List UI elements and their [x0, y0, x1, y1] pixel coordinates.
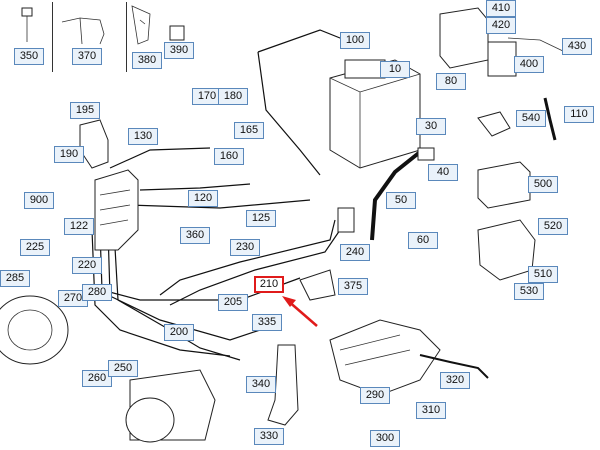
callout-310[interactable]: 310 — [416, 402, 446, 419]
part-380-clip-icon — [126, 2, 151, 72]
callout-290[interactable]: 290 — [360, 387, 390, 404]
callout-340[interactable]: 340 — [246, 376, 276, 393]
callout-350[interactable]: 350 — [14, 48, 44, 65]
part-10-battery-icon — [329, 59, 421, 169]
callout-180[interactable]: 180 — [218, 88, 248, 105]
callout-60[interactable]: 60 — [408, 232, 438, 249]
starter-motor-icon — [125, 369, 216, 443]
callout-510[interactable]: 510 — [528, 266, 558, 283]
callout-390[interactable]: 390 — [164, 42, 194, 59]
part-410-relay-box-icon — [439, 7, 489, 69]
callout-240[interactable]: 240 — [340, 244, 370, 261]
callout-540[interactable]: 540 — [516, 110, 546, 127]
callout-110[interactable]: 110 — [564, 106, 594, 123]
callout-360[interactable]: 360 — [180, 227, 210, 244]
callout-220[interactable]: 220 — [72, 257, 102, 274]
part-110-ground-strap-icon — [543, 97, 557, 141]
callout-280[interactable]: 280 — [82, 284, 112, 301]
part-190-harness-clip-icon — [79, 119, 109, 169]
callout-410[interactable]: 410 — [486, 0, 516, 17]
callout-120[interactable]: 120 — [188, 190, 218, 207]
callout-900[interactable]: 900 — [24, 192, 54, 209]
callout-40[interactable]: 40 — [428, 164, 458, 181]
callout-250[interactable]: 250 — [108, 360, 138, 377]
part-390-connector-icon — [169, 25, 185, 41]
alternator-icon — [0, 295, 69, 365]
callout-380[interactable]: 380 — [132, 52, 162, 69]
callout-195[interactable]: 195 — [70, 102, 100, 119]
callout-430[interactable]: 430 — [562, 38, 592, 55]
callout-210-highlighted[interactable]: 210 — [254, 276, 284, 293]
part-500-aux-battery-icon — [477, 161, 531, 209]
callout-285[interactable]: 285 — [0, 270, 30, 287]
callout-520[interactable]: 520 — [538, 218, 568, 235]
callout-260[interactable]: 260 — [82, 370, 112, 387]
part-540-clip-icon — [477, 111, 511, 137]
callout-130[interactable]: 130 — [128, 128, 158, 145]
callout-10[interactable]: 10 — [380, 61, 410, 78]
part-50-cable-icon — [370, 150, 422, 241]
callout-300[interactable]: 300 — [370, 430, 400, 447]
callout-125[interactable]: 125 — [246, 210, 276, 227]
part-240-connector-icon — [337, 207, 355, 233]
part-350-bolt-icon — [21, 7, 33, 42]
callout-500[interactable]: 500 — [528, 176, 558, 193]
callout-225[interactable]: 225 — [20, 239, 50, 256]
part-375-bracket-icon — [299, 269, 336, 301]
callout-205[interactable]: 205 — [218, 294, 248, 311]
part-400-box-icon — [487, 37, 566, 77]
callout-170[interactable]: 170 — [192, 88, 222, 105]
callout-30[interactable]: 30 — [416, 118, 446, 135]
part-320-cable-icon — [419, 354, 489, 379]
part-40-plug-icon — [417, 147, 435, 161]
callout-420[interactable]: 420 — [486, 17, 516, 34]
callout-530[interactable]: 530 — [514, 283, 544, 300]
callout-200[interactable]: 200 — [164, 324, 194, 341]
highlight-arrow-icon — [282, 296, 318, 327]
callout-400[interactable]: 400 — [514, 56, 544, 73]
callout-330[interactable]: 330 — [254, 428, 284, 445]
callout-230[interactable]: 230 — [230, 239, 260, 256]
callout-320[interactable]: 320 — [440, 372, 470, 389]
part-370-bracket-icon — [52, 2, 105, 72]
callout-190[interactable]: 190 — [54, 146, 84, 163]
callout-100[interactable]: 100 — [340, 32, 370, 49]
part-122-module-icon — [94, 169, 139, 251]
harness-lines — [91, 29, 346, 361]
callout-370[interactable]: 370 — [72, 48, 102, 65]
callout-80[interactable]: 80 — [436, 73, 466, 90]
engine-block-icon — [329, 319, 441, 396]
callout-335[interactable]: 335 — [252, 314, 282, 331]
callout-270[interactable]: 270 — [58, 290, 88, 307]
callout-122[interactable]: 122 — [64, 218, 94, 235]
callout-50[interactable]: 50 — [386, 192, 416, 209]
callout-375[interactable]: 375 — [338, 278, 368, 295]
part-510-bracket-icon — [477, 219, 536, 281]
part-330-bracket-icon — [267, 344, 299, 426]
callout-165[interactable]: 165 — [234, 122, 264, 139]
callout-160[interactable]: 160 — [214, 148, 244, 165]
